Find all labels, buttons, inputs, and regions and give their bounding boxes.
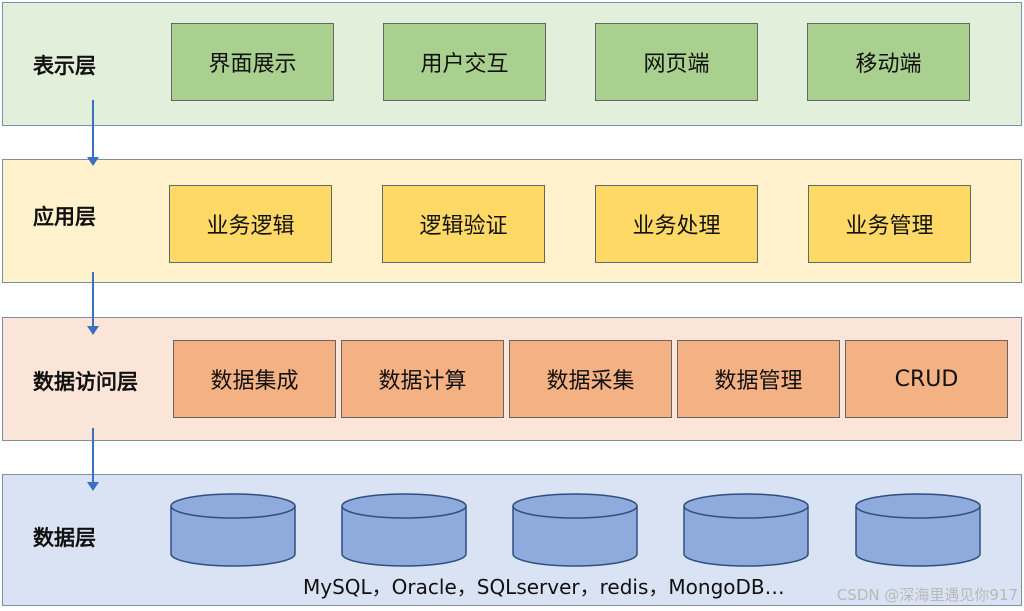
flow-arrow-application-to-data-access [87,272,99,335]
app-item-business-logic: 业务逻辑 [169,185,332,263]
present-item-user-interaction: 用户交互 [383,23,546,101]
present-item-ui-display: 界面展示 [171,23,334,101]
application-layer-label: 应用层 [33,205,96,229]
present-item-web: 网页端 [595,23,758,101]
databases-caption: MySQL，Oracle，SQLserver，redis，MongoDB… [303,575,785,599]
data-layer: 数据层 MySQL，Oracle，SQLserver，redis，MongoDB… [2,474,1022,606]
application-layer: 应用层 业务逻辑 逻辑验证 业务处理 业务管理 [2,159,1022,283]
watermark: CSDN @深海里遇见你917 [836,586,1018,604]
database-cylinder-icon [855,493,981,567]
access-item-data-management: 数据管理 [677,340,840,418]
presentation-layer: 表示层 界面展示 用户交互 网页端 移动端 [2,2,1022,126]
app-item-business-management: 业务管理 [808,185,971,263]
access-item-data-computation: 数据计算 [341,340,504,418]
data-layer-label: 数据层 [33,526,96,550]
app-item-business-processing: 业务处理 [595,185,758,263]
database-cylinder-icon [683,493,809,567]
app-item-logic-validation: 逻辑验证 [382,185,545,263]
access-item-data-collection: 数据采集 [509,340,672,418]
data-access-layer-label: 数据访问层 [33,370,138,394]
data-access-layer: 数据访问层 数据集成 数据计算 数据采集 数据管理 CRUD [2,317,1022,441]
flow-arrow-data-access-to-data [87,428,99,491]
database-cylinder-icon [512,493,638,567]
database-cylinder-icon [170,493,296,567]
present-item-mobile: 移动端 [807,23,970,101]
flow-arrow-presentation-to-application [87,100,99,166]
access-item-crud: CRUD [845,340,1008,418]
database-cylinder-icon [341,493,467,567]
presentation-layer-label: 表示层 [33,54,96,78]
access-item-data-integration: 数据集成 [173,340,336,418]
